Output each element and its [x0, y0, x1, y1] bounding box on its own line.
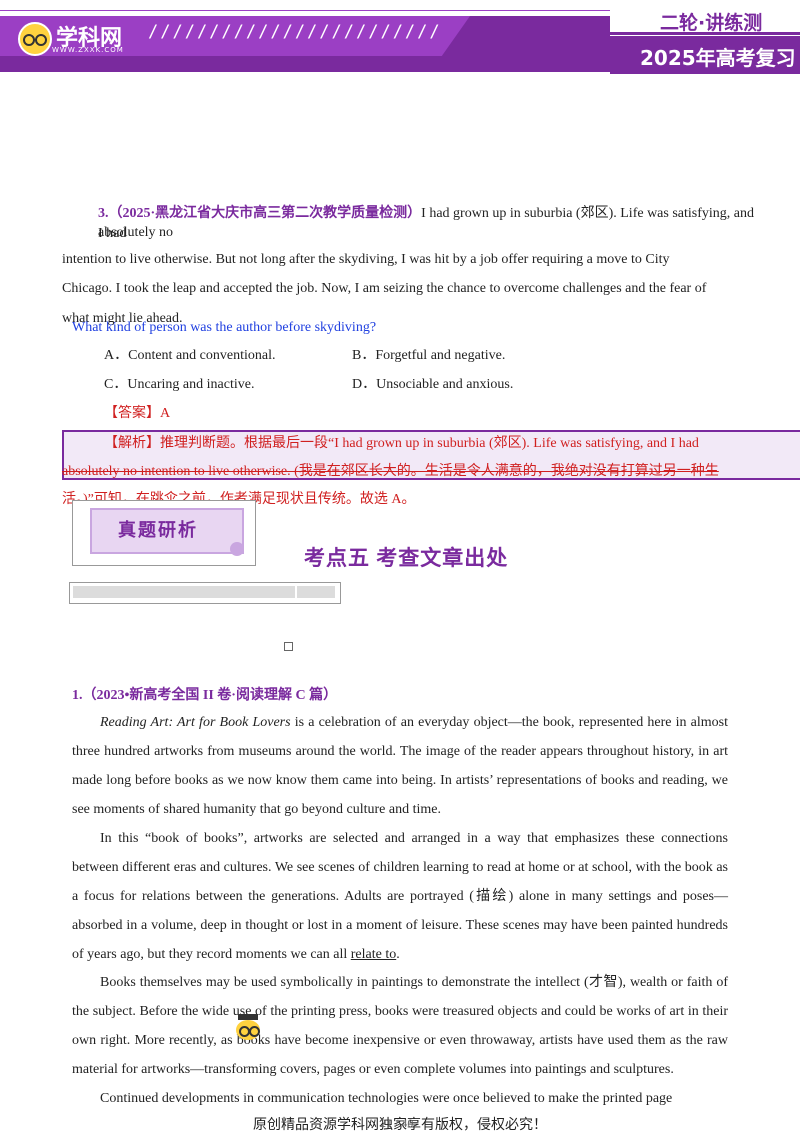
- q1-paragraph-4: Continued developments in communication …: [100, 1091, 673, 1106]
- p1-text: is a celebration of an everyday object—t…: [72, 715, 728, 817]
- q3-source: 3.（2025·黑龙江省大庆市高三第二次教学质量检测）: [98, 206, 422, 221]
- q3-passage-line2: absolutely no: [98, 225, 174, 240]
- q3-passage-line1: I had grown up in suburbia (郊区). Life wa…: [98, 206, 754, 241]
- section-bar-divider: [295, 586, 297, 598]
- header-top-rule: [0, 10, 610, 11]
- answer-value: A: [160, 406, 171, 421]
- q3-first-line: 3.（2025·黑龙江省大庆市高三第二次教学质量检测）I had grown u…: [98, 204, 758, 244]
- q1-source: 1.（2023•新高考全国 II 卷·阅读理解 C 篇）: [72, 688, 338, 703]
- series-title: 二轮·讲练测: [660, 12, 763, 34]
- page-number: 21 / 40: [380, 1116, 414, 1130]
- q3-option-a: A．Content and conventional.: [104, 348, 276, 363]
- q1-paragraph-1: Reading Art: Art for Book Lovers is a ce…: [72, 708, 728, 824]
- q1-paragraph-2: In this “book of books”, artworks are se…: [72, 824, 728, 969]
- book-title: Reading Art: Art for Book Lovers: [100, 715, 291, 730]
- section-bar: [73, 586, 335, 598]
- q1-paragraph-3: Books themselves may be used symbolicall…: [72, 975, 728, 1077]
- year-title: 2025年高考复习: [640, 46, 796, 70]
- brand-url: WWW.ZXXK.COM: [52, 46, 124, 54]
- q3-analysis-line2: absolutely no intention to live otherwis…: [62, 464, 719, 479]
- section-title: 考点五 考查文章出处: [304, 546, 509, 570]
- q3-question: What kind of person was the author befor…: [72, 320, 377, 335]
- header-right-band: [610, 36, 800, 74]
- section-badge-dot: [230, 542, 244, 556]
- p2-underlined: relate to: [350, 947, 397, 962]
- q3-passage-line3: intention to live otherwise. But not lon…: [62, 252, 670, 267]
- header-slashes: ////////////////////////: [148, 22, 442, 42]
- small-square-icon: [284, 642, 293, 651]
- mascot-watermark-icon: [234, 1012, 262, 1042]
- q3-option-c: C．Uncaring and inactive.: [104, 377, 255, 392]
- p2-end: .: [396, 947, 400, 962]
- q3-answer: 【答案】A: [104, 404, 170, 424]
- q3-analysis-line1: 【解析】推理判断题。根据最后一段“I had grown up in subur…: [104, 436, 699, 451]
- brand-name: 学科网: [56, 26, 123, 51]
- footer-copyright: 原创精品资源学科网独家享有版权，侵权必究！: [253, 1118, 547, 1133]
- header-right-line: [610, 32, 800, 35]
- section-badge-label: 真题研析: [118, 520, 198, 541]
- q3-option-d: D．Unsociable and anxious.: [352, 377, 514, 392]
- q3-option-b: B．Forgetful and negative.: [352, 348, 506, 363]
- q3-passage-line5: what might lie ahead.: [62, 311, 183, 326]
- header-slant: [0, 16, 470, 56]
- p2-text: In this “book of books”, artworks are se…: [72, 831, 728, 962]
- analysis-highlight-box: [62, 430, 800, 480]
- mascot-logo-icon: [18, 22, 52, 56]
- answer-label: 【答案】: [104, 406, 160, 421]
- q3-passage-line4: Chicago. I took the leap and accepted th…: [62, 281, 707, 296]
- section-badge-inner: [90, 508, 244, 554]
- header-right-top: [610, 6, 800, 32]
